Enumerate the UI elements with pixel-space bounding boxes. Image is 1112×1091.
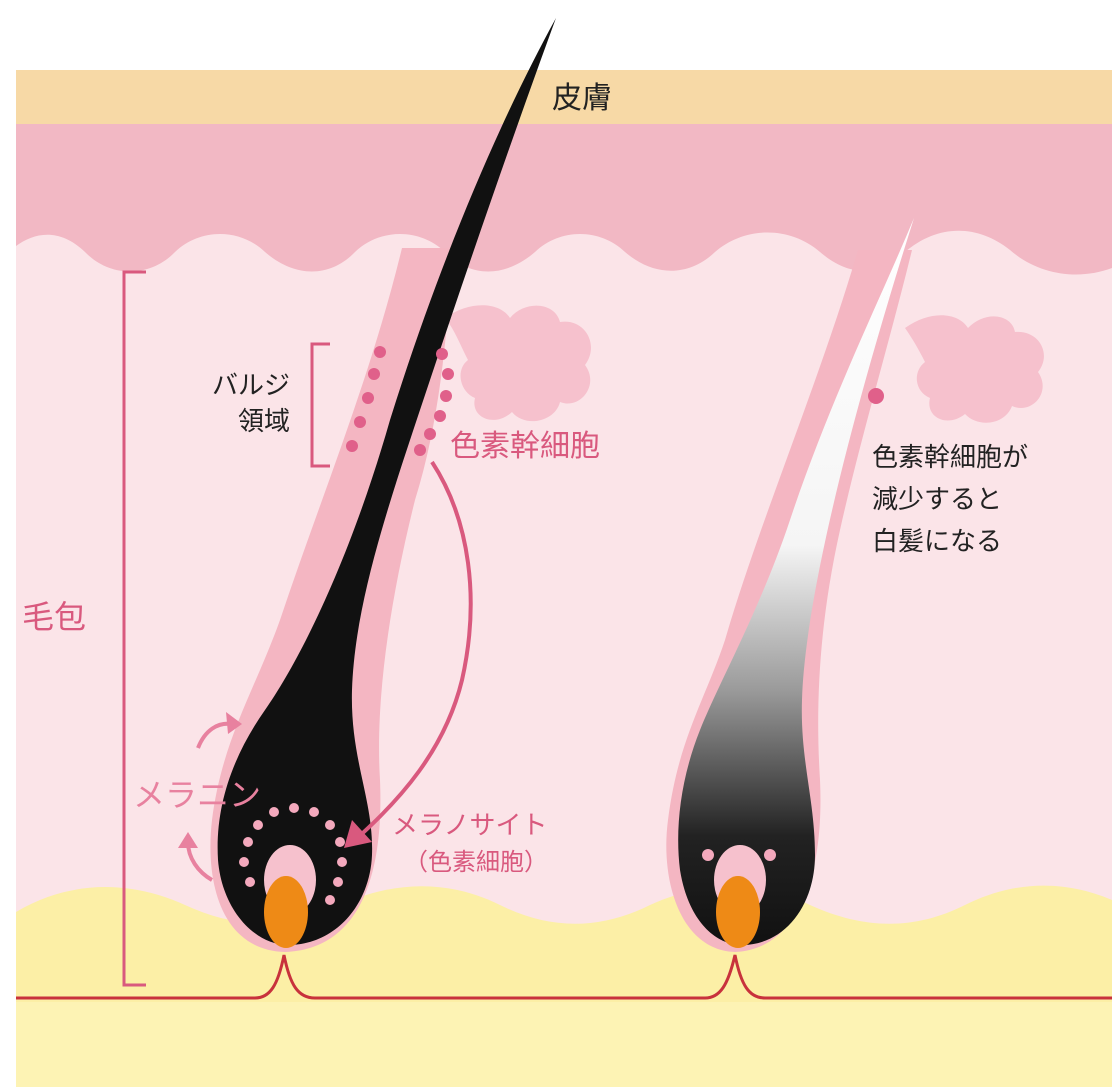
skin-label: 皮膚 (552, 81, 612, 116)
right-melanocyte-dot-left (702, 849, 714, 861)
stem-cells-label: 色素幹細胞 (450, 429, 600, 464)
right-melanocyte-dot-right (764, 849, 776, 861)
right-dermal-papilla (716, 876, 760, 948)
right-remaining-stem-cell (868, 388, 884, 404)
gray-hair-label-line1: 色素幹細胞が (872, 443, 1028, 473)
bulge-label-line2: 領域 (238, 407, 290, 437)
subcutis-base (16, 1002, 1112, 1087)
melanocyte-label-line1: メラノサイト (392, 811, 547, 841)
melanocyte-label-line2: （色素細胞） (404, 848, 548, 876)
follicle-label: 毛包 (22, 598, 86, 636)
left-dermal-papilla (264, 876, 308, 948)
gray-hair-label-line2: 減少すると (872, 485, 1002, 515)
bulge-label-line1: バルジ (212, 371, 290, 401)
gray-hair-label-line3: 白髪になる (872, 527, 1002, 557)
melanin-label: メラニン (133, 776, 261, 814)
